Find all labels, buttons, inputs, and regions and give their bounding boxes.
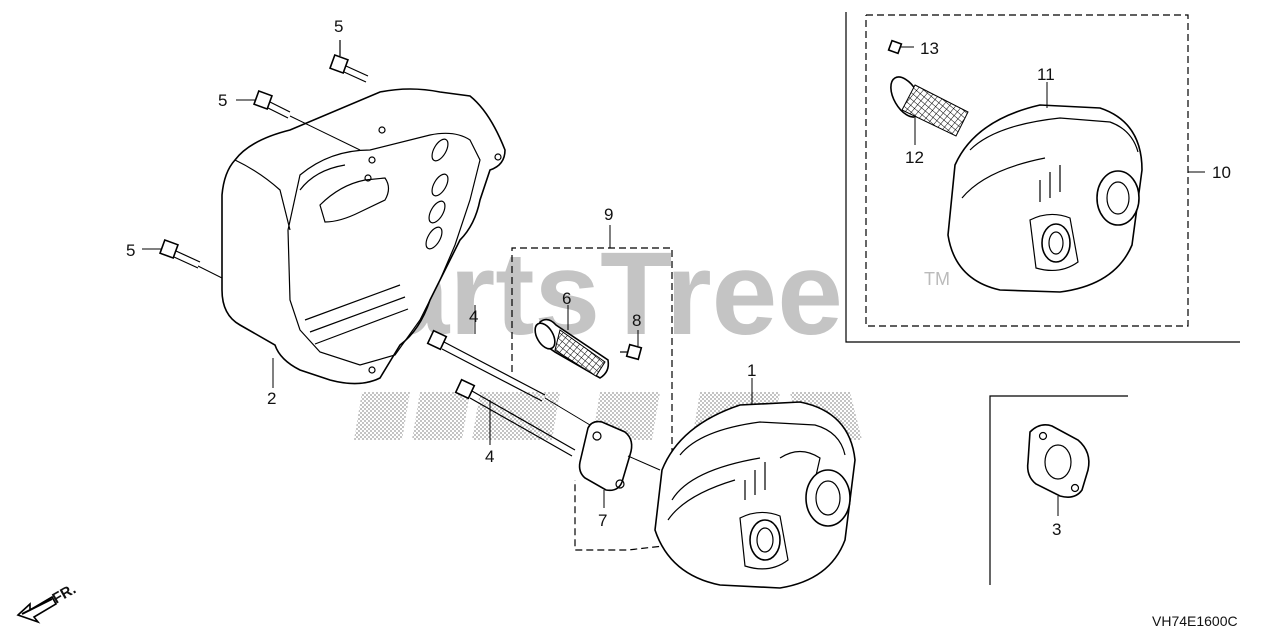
kit-spark-arrester-part — [890, 76, 969, 145]
diagram-code: VH74E1600C — [1152, 613, 1238, 629]
callout-arrester-12: 12 — [905, 148, 924, 167]
callout-arrester: 6 — [562, 289, 571, 308]
callout-screw-8: 8 — [632, 311, 641, 330]
callout-stud-upper: 4 — [469, 307, 478, 326]
stud-bolt-lower-part — [454, 378, 576, 457]
gasket-3-frame — [989, 395, 1128, 585]
watermark-trademark: TM — [924, 269, 950, 289]
flange-bolt-top-part — [329, 40, 369, 83]
spark-arrester-kit-box — [511, 225, 673, 551]
exhaust-gasket-part — [1026, 424, 1090, 516]
callout-kit-9: 9 — [604, 205, 613, 224]
callout-bolt-top: 5 — [334, 17, 343, 36]
callout-stud-lower: 4 — [485, 447, 494, 466]
muffler-protector-part — [221, 88, 506, 385]
callout-protector: 2 — [267, 389, 276, 408]
kit-screw-part — [887, 39, 914, 55]
callout-muffler-kit-11: 11 — [1037, 65, 1055, 84]
front-arrow-icon — [16, 595, 58, 624]
muffler-kit-frame — [845, 12, 1240, 343]
kit-muffler-part — [947, 82, 1143, 293]
callout-muffler: 1 — [747, 361, 756, 380]
flange-bolt-left-part — [142, 239, 223, 279]
callout-bolt-left: 5 — [126, 241, 135, 260]
callout-bolt-mid: 5 — [218, 91, 227, 110]
muffler-part — [654, 378, 856, 589]
callout-gasket-7: 7 — [598, 511, 607, 530]
callout-screw-13: 13 — [920, 39, 939, 58]
muffler-gasket-part — [578, 420, 661, 508]
callout-kit-10: 10 — [1212, 163, 1231, 182]
spark-arrester-part — [534, 305, 610, 379]
callout-gasket-3: 3 — [1052, 520, 1061, 539]
stud-bolt-upper-part — [426, 305, 596, 429]
flange-bolt-mid-part — [236, 90, 361, 151]
tapping-screw-part — [620, 330, 643, 361]
